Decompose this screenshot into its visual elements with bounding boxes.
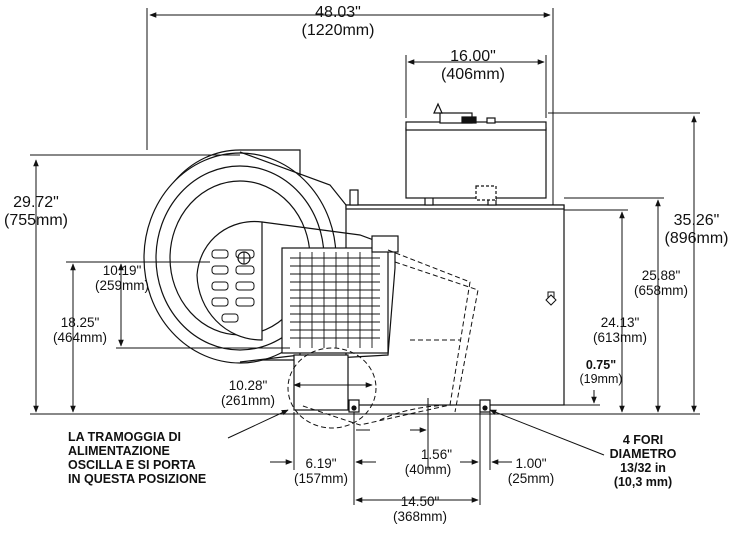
leg-left <box>293 354 349 411</box>
dim-overall-width-in: 48.03" <box>315 4 361 21</box>
dim-top-unit-width: 16.00" (406mm) <box>428 48 518 84</box>
drum-bottom-edge <box>239 354 301 363</box>
dim-base-left-in: 6.19" <box>305 456 337 471</box>
note-hopper-line2: ALIMENTAZIONE <box>68 444 170 458</box>
dim-cabinet-height-in: 25.88" <box>641 268 681 283</box>
machine-outline <box>143 102 565 413</box>
dim-top-height-mm: (896mm) <box>664 229 729 247</box>
hopper-louvers <box>290 252 380 348</box>
note-mounting-holes: 4 FORI DIAMETRO 13/32 in (10,3 mm) <box>598 433 688 489</box>
note-holes-line1: 4 FORI <box>622 433 664 447</box>
dim-foot-right-in: 1.00" <box>515 456 547 471</box>
dim-top-unit-width-mm: (406mm) <box>440 65 505 83</box>
dim-foot-right-mm: (25mm) <box>507 471 555 487</box>
dim-hopper-inner-in: 10.19" <box>102 263 142 278</box>
dim-foot-gap: 1.56" (40mm) <box>396 447 460 477</box>
dim-foot-right: 1.00" (25mm) <box>500 456 562 486</box>
dim-base-left-mm: (157mm) <box>293 471 348 487</box>
dim-top-unit-width-in: 16.00" <box>450 48 496 65</box>
dimension-lines <box>30 8 700 505</box>
dim-cabinet-height-mm: (658mm) <box>633 283 688 299</box>
note-holes-line3: 13/32 in <box>620 461 666 475</box>
dim-overall-height: 29.72" (755mm) <box>0 194 72 230</box>
dim-hopper-offset-mm: (261mm) <box>220 393 275 409</box>
cabinet-neck-left <box>349 189 359 206</box>
dim-base-left: 6.19" (157mm) <box>286 456 356 486</box>
access-knob <box>545 291 557 306</box>
dim-inner-height-mm: (613mm) <box>592 330 647 346</box>
dim-inner-height: 24.13" (613mm) <box>585 315 655 345</box>
hopper-swing-outline <box>287 249 479 429</box>
cabinet-top-lip <box>345 204 565 210</box>
note-hopper-swing: LA TRAMOGGIA DI ALIMENTAZIONE OSCILLA E … <box>68 430 238 486</box>
control-post <box>433 102 443 114</box>
dim-overall-width: 48.03" (1220mm) <box>268 4 408 40</box>
dim-base-span-in: 14.50" <box>400 494 440 509</box>
note-hopper-line4: IN QUESTA POSIZIONE <box>68 472 207 486</box>
dim-hopper-height-in: 18.25" <box>60 315 100 330</box>
dim-overall-height-mm: (755mm) <box>3 211 68 229</box>
dim-foot-gap-mm: (40mm) <box>404 462 452 478</box>
dim-foot-gap-in: 1.56" <box>420 447 452 462</box>
dim-hopper-offset: 10.28" (261mm) <box>212 378 284 408</box>
fan-slots <box>211 249 255 323</box>
note-holes-line4: (10,3 mm) <box>613 475 673 489</box>
dim-base-span-mm: (368mm) <box>392 509 447 525</box>
dim-foot-height-mm: (19mm) <box>579 372 623 386</box>
dim-top-height: 35.26" (896mm) <box>660 212 733 248</box>
control-knob <box>461 116 477 124</box>
dim-overall-width-mm: (1220mm) <box>301 21 375 39</box>
dim-hopper-height: 18.25" (464mm) <box>44 315 116 345</box>
dim-overall-height-in: 29.72" <box>13 194 59 211</box>
note-hopper-line3: OSCILLA E SI PORTA <box>68 458 196 472</box>
hopper-latch <box>371 235 399 253</box>
control-switch <box>486 117 496 124</box>
top-unit-standoff <box>475 185 497 201</box>
dim-hopper-inner: 10.19" (259mm) <box>86 263 158 293</box>
dim-hopper-height-mm: (464mm) <box>52 330 107 346</box>
hopper-arm <box>261 221 396 361</box>
dim-hopper-inner-mm: (259mm) <box>94 278 149 294</box>
note-hopper-line1: LA TRAMOGGIA DI <box>68 430 181 444</box>
dim-foot-height-in: 0.75" <box>585 358 617 372</box>
dim-foot-height: 0.75" (19mm) <box>573 358 629 386</box>
dim-inner-height-in: 24.13" <box>600 315 640 330</box>
dim-base-span: 14.50" (368mm) <box>384 494 456 524</box>
drum-top-edge <box>239 151 347 206</box>
dim-top-height-in: 35.26" <box>673 212 720 229</box>
dim-cabinet-height: 25.88" (658mm) <box>627 268 695 298</box>
note-holes-line2: DIAMETRO <box>609 447 677 461</box>
dim-hopper-offset-in: 10.28" <box>228 378 268 393</box>
